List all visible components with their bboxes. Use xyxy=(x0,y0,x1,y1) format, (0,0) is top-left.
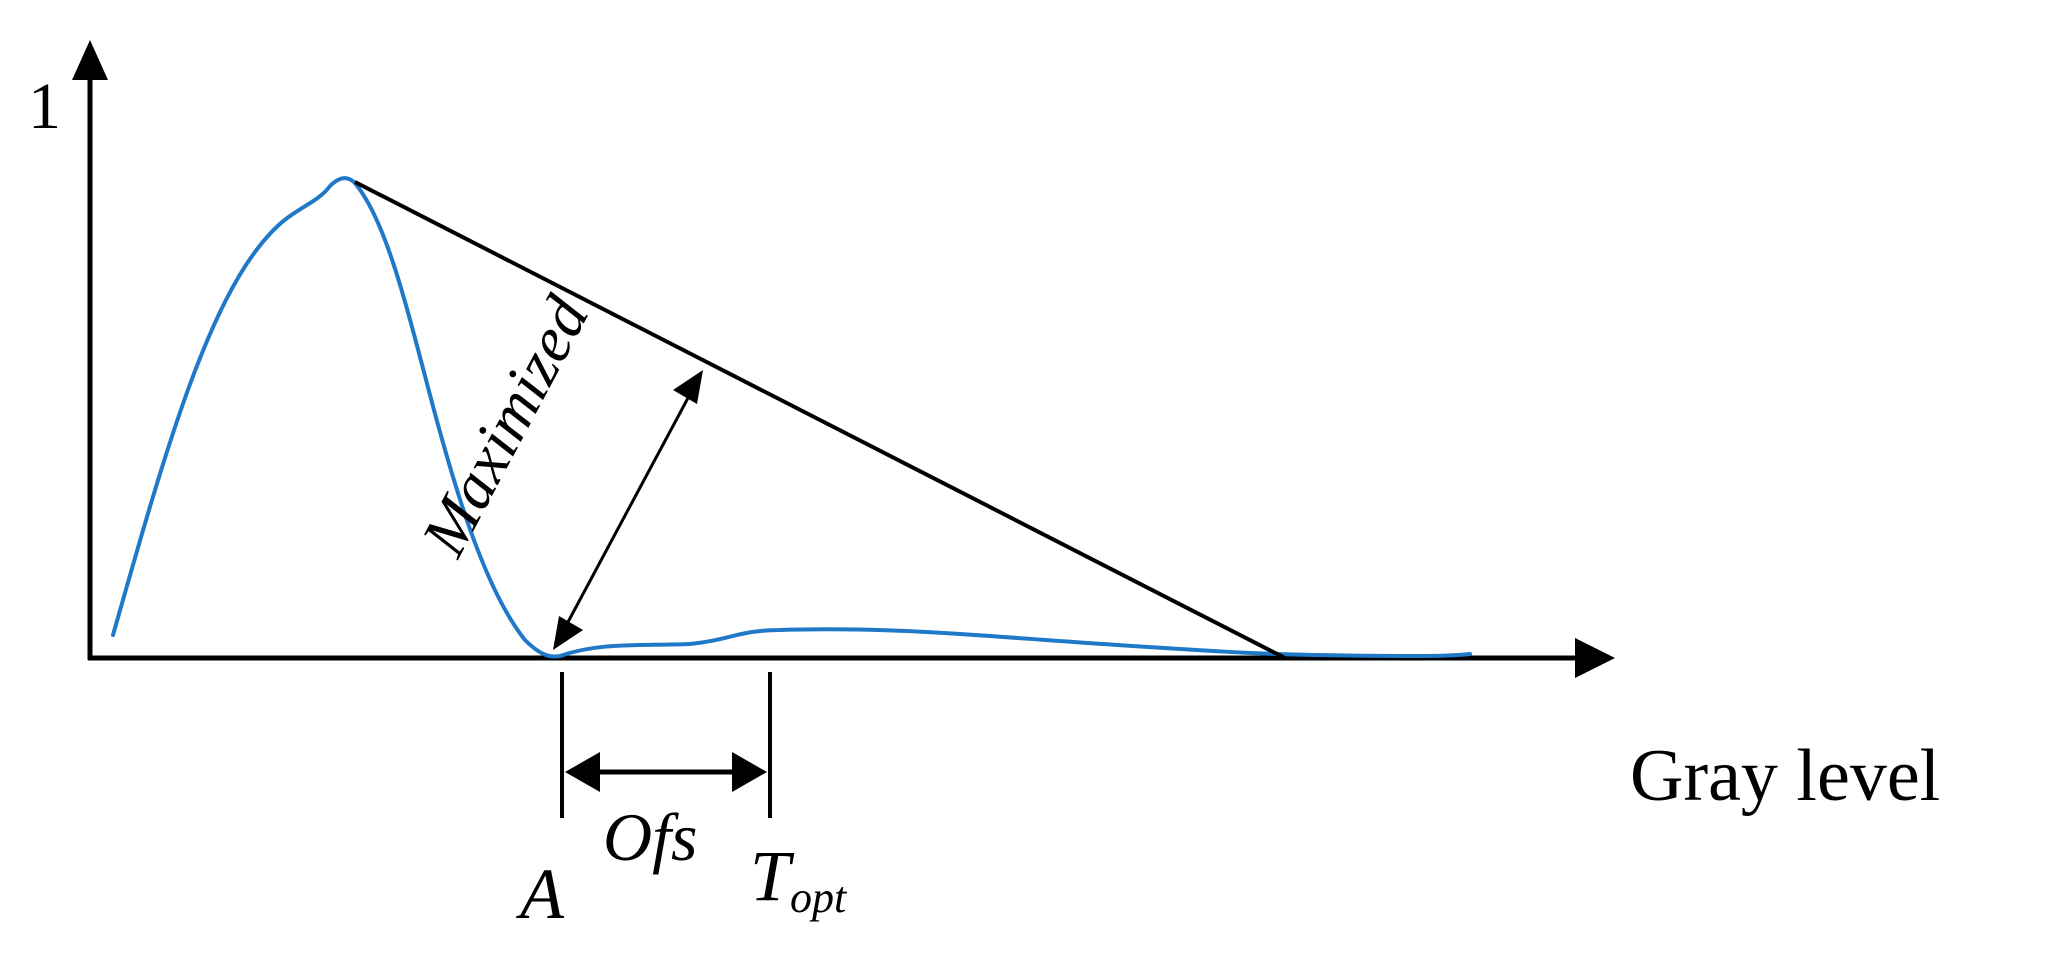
maximized-distance-arrow xyxy=(553,370,703,650)
maximized-arrow-shaft xyxy=(566,397,690,623)
offset-label: Ofs xyxy=(603,799,697,875)
threshold-label-subscript: opt xyxy=(790,873,848,922)
axes xyxy=(72,40,1615,678)
point-a-label: A xyxy=(516,854,565,934)
y-axis-arrowhead xyxy=(72,40,108,80)
maximized-arrow-head-top xyxy=(673,370,703,404)
offset-arrow xyxy=(565,752,767,792)
y-axis-tick-label: 1 xyxy=(28,70,61,143)
histogram-curve xyxy=(111,176,1472,659)
x-axis-arrowhead xyxy=(1575,638,1615,678)
maximized-arrow-head-bottom xyxy=(553,616,583,650)
offset-arrow-head-left xyxy=(565,752,600,792)
threshold-label: Topt xyxy=(750,836,848,922)
triangle-line xyxy=(354,180,1286,660)
threshold-label-main: T xyxy=(750,836,795,916)
offset-arrow-head-right xyxy=(732,752,767,792)
x-axis-label: Gray level xyxy=(1630,735,1940,817)
